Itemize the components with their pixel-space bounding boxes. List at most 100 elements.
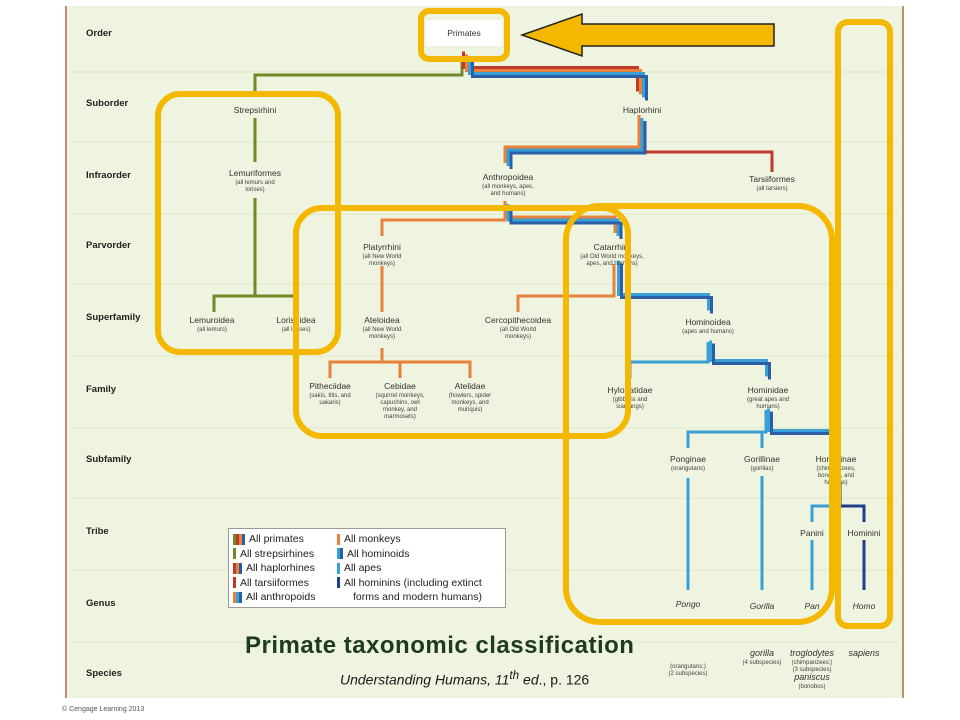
- legend-swatch: [233, 562, 242, 574]
- legend-entry: All haplorhines: [233, 562, 315, 574]
- node-note: (all New World: [363, 254, 402, 260]
- node-note: (chimpanzees;): [791, 660, 832, 666]
- node-note: (howlers, spider: [449, 393, 491, 399]
- legend-entry: All tarsiiformes: [233, 577, 309, 589]
- legend-swatch: [337, 577, 340, 589]
- node-anthropoidea: Anthropoidea(all monkeys, apes,and human…: [482, 172, 534, 197]
- legend-label: All monkeys: [344, 533, 401, 545]
- node-name: Homo: [853, 601, 876, 611]
- highlight-strepsirhini: [155, 91, 341, 355]
- node-name: troglodytes: [790, 648, 835, 658]
- node-hominoidea: Hominoidea(apes and humans): [682, 317, 734, 335]
- node-lemuroidea: Lemuroidea (all lemurs): [190, 315, 235, 333]
- branch-haplorhini: [468, 57, 645, 98]
- rank-label: Subfamily: [86, 454, 132, 465]
- node-name: Ponginae: [670, 454, 706, 464]
- node-note: monkeys): [369, 261, 395, 267]
- highlight-species: [835, 19, 893, 629]
- node-note: (orangutans): [671, 466, 705, 472]
- node-haplorhini: Haplorhini: [623, 105, 661, 115]
- legend-swatch: [337, 548, 343, 560]
- branch-anthropoidea: [509, 121, 647, 169]
- legend-label: forms and modern humans): [353, 591, 482, 603]
- node-note: (2 subspecies): [668, 671, 707, 677]
- node-name: Lemuriformes: [229, 168, 281, 178]
- branch-atelidae: [400, 360, 472, 378]
- legend-entry: All monkeys: [337, 533, 401, 545]
- node-pongo: Pongo: [676, 599, 701, 609]
- node-name: Platyrrhini: [363, 242, 401, 252]
- node-name: Gorilla: [750, 601, 775, 611]
- node-note: (all lemurs): [197, 327, 227, 333]
- node-note: lorises): [245, 187, 264, 193]
- node-note: (all lemurs and: [235, 180, 274, 186]
- slide-title: Primate taxonomic classification: [245, 632, 635, 659]
- legend-entry: All hominins (including extinct: [337, 577, 482, 589]
- legend-swatch: [233, 577, 236, 589]
- branch-haplorhini: [471, 60, 648, 101]
- node-note: apes, and humans): [586, 261, 637, 267]
- legend-entry: All hominoids: [337, 548, 409, 560]
- node-name: Pitheciidae: [309, 381, 351, 391]
- node-note: (all tarsiers): [756, 186, 787, 192]
- branch-gorillinae-link: [760, 430, 766, 448]
- node-name: Primates: [447, 28, 481, 38]
- node-sp_gorilla: gorilla(4 subspecies): [742, 648, 781, 666]
- rank-label: Family: [86, 384, 117, 395]
- legend-label: All primates: [249, 533, 304, 545]
- node-note: (all New World: [363, 327, 402, 333]
- rank-label: Order: [86, 28, 112, 39]
- legend-swatch: [233, 548, 236, 560]
- node-name: Cercopithecoidea: [485, 315, 551, 325]
- citation-book: Understanding Humans, 11: [340, 671, 510, 688]
- node-note: (all monkeys, apes,: [482, 184, 534, 190]
- branch-haplorhini: [465, 54, 642, 95]
- rank-label: Genus: [86, 598, 116, 609]
- legend-swatch: [337, 533, 340, 545]
- rank-label: Parvorder: [86, 240, 131, 251]
- legend-label: All strepsirhines: [240, 547, 315, 560]
- branch-catarrhini: [509, 207, 623, 239]
- branch-hominidae: [712, 343, 771, 380]
- branch-hominidae: [709, 340, 768, 377]
- node-sp_pan: troglodytes(chimpanzees;)(3 subspecies): [790, 648, 835, 673]
- legend-label: All hominoids: [347, 547, 410, 560]
- node-name: sapiens: [848, 648, 880, 658]
- node-name: Lemuroidea: [190, 315, 235, 325]
- node-note: uakaris): [319, 400, 340, 406]
- node-name: Atelidae: [455, 381, 486, 391]
- node-note: (sakis, titis, and: [309, 393, 350, 399]
- node-note: monkey, and: [383, 407, 417, 413]
- highlight-primates: [418, 8, 510, 62]
- node-cebidae: Cebidae(squirrel monkeys,capuchins, owlm…: [375, 381, 424, 420]
- node-name: Hominini: [847, 528, 880, 538]
- node-name: Pongo: [676, 599, 701, 609]
- branch-hominoidea: [617, 260, 710, 311]
- node-name: Strepsirhini: [234, 105, 277, 115]
- node-gorilla: Gorilla: [750, 601, 775, 611]
- node-sp_paniscus: paniscus(bonobos): [793, 672, 830, 690]
- legend-label: All apes: [344, 562, 382, 574]
- node-note: humans): [756, 404, 779, 410]
- node-note: (squirrel monkeys,: [375, 393, 424, 399]
- branch-hominoidea: [620, 263, 713, 314]
- legend-label: All haplorhines: [246, 562, 315, 574]
- highlight-monkeys: [293, 205, 631, 439]
- legend-swatch: [337, 592, 349, 603]
- node-hominini: Hominini: [847, 528, 880, 538]
- branch-tarsiiformes: [646, 150, 774, 172]
- node-note: and humans): [490, 191, 525, 197]
- node-name: Ateloidea: [364, 315, 400, 325]
- node-note: (all Old World monkeys,: [580, 254, 644, 260]
- rank-label: Suborder: [86, 98, 129, 109]
- node-name: Haplorhini: [623, 105, 661, 115]
- node-note: (gorillas): [750, 466, 773, 472]
- node-name: Hominidae: [748, 385, 789, 395]
- branch-hylobatidae: [628, 342, 710, 378]
- rank-label: Tribe: [86, 526, 109, 537]
- legend-entry: All strepsirhines: [233, 548, 314, 560]
- node-note: (apes and humans): [682, 329, 734, 335]
